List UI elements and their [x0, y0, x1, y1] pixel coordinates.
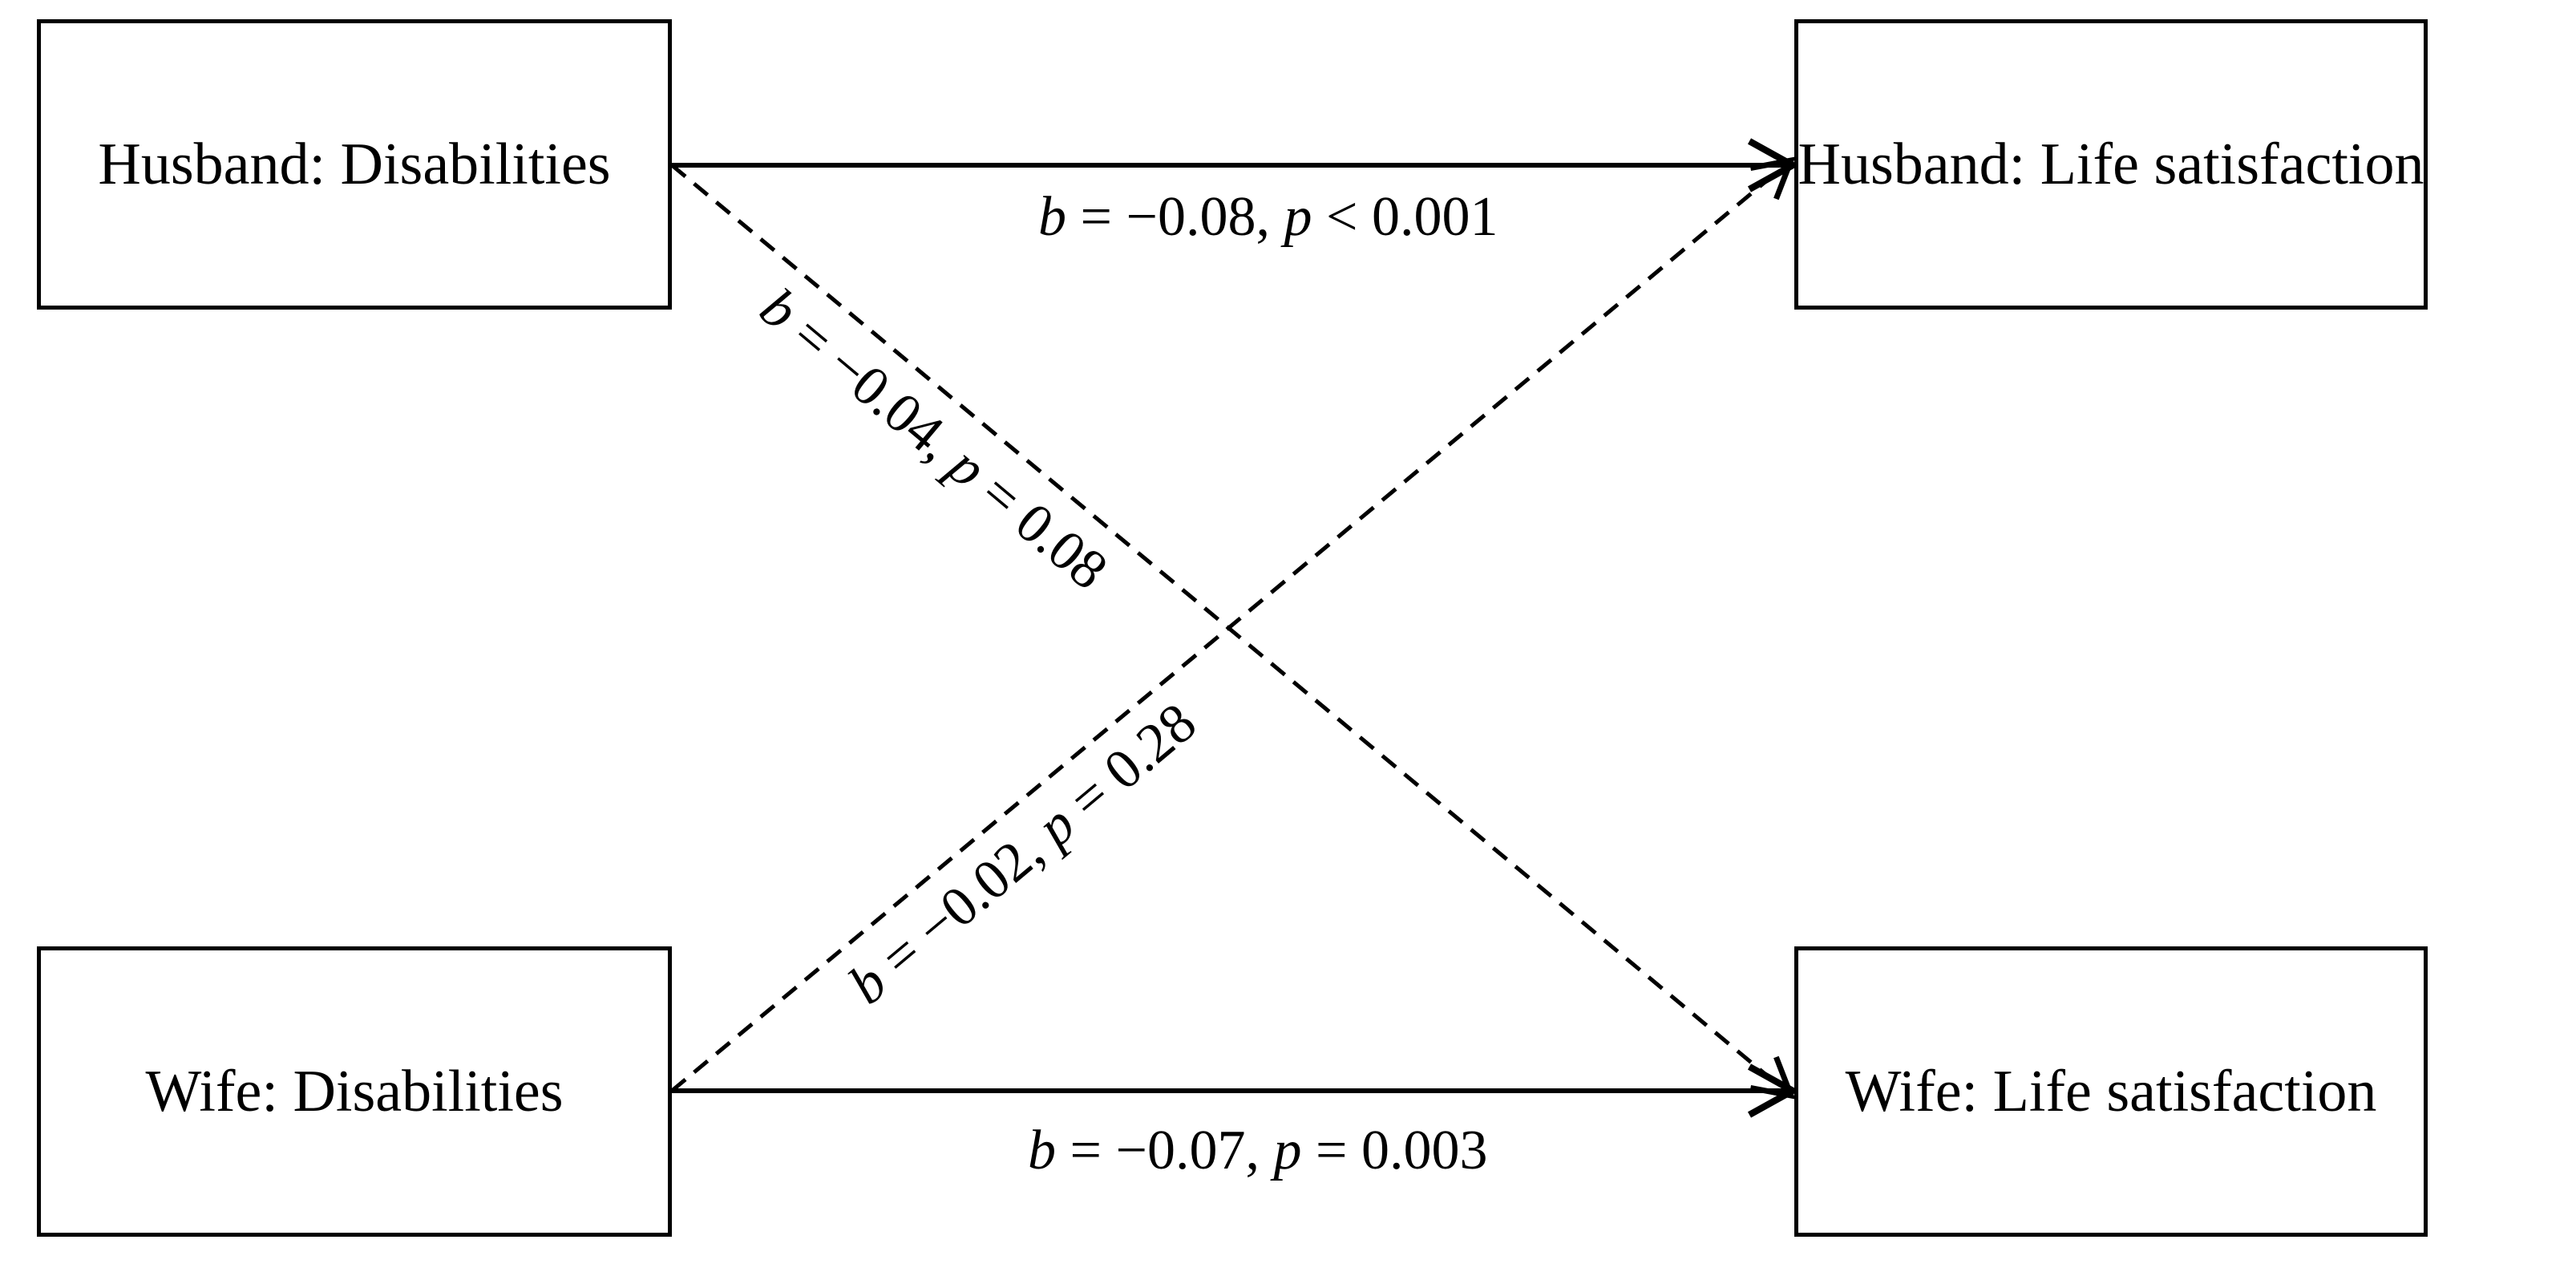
p-value: = 0.08 [958, 453, 1118, 602]
p-value: < 0.001 [1312, 186, 1498, 248]
b-value: = −0.08, [1066, 186, 1284, 248]
node-label: Husband: Life satisfaction [1798, 132, 2424, 197]
node-husband-life-satisfaction: Husband: Life satisfaction [1794, 19, 2428, 310]
edge-wife-to-husband-arrow [670, 156, 1796, 1092]
b-symbol: b [1038, 186, 1066, 248]
node-wife-disabilities: Wife: Disabilities [37, 946, 672, 1237]
node-label: Wife: Life satisfaction [1845, 1059, 2377, 1124]
node-wife-life-satisfaction: Wife: Life satisfaction [1794, 946, 2428, 1237]
p-symbol: p [1280, 186, 1312, 248]
b-value: = −0.07, [1056, 1120, 1273, 1181]
p-symbol: p [1269, 1120, 1301, 1181]
p-value: = 0.003 [1301, 1120, 1487, 1181]
edge-label-wife-to-husband: b = −0.02, p = 0.28 [838, 691, 1208, 1016]
b-symbol: b [1028, 1120, 1056, 1181]
edge-label-husband-to-wife: b = −0.04, p = 0.08 [748, 277, 1118, 602]
edge-husband-to-wife-arrow [670, 164, 1796, 1100]
node-husband-disabilities: Husband: Disabilities [37, 19, 672, 310]
node-label: Husband: Disabilities [98, 132, 611, 197]
edge-label-wife-to-wife: b = −0.07, p = 0.003 [1028, 1120, 1487, 1181]
b-value: = −0.02, [859, 811, 1065, 998]
b-value: = −0.04, [770, 295, 976, 482]
node-label: Wife: Disabilities [145, 1059, 564, 1124]
edge-label-husband-to-husband: b = −0.08, p < 0.001 [1038, 186, 1498, 248]
